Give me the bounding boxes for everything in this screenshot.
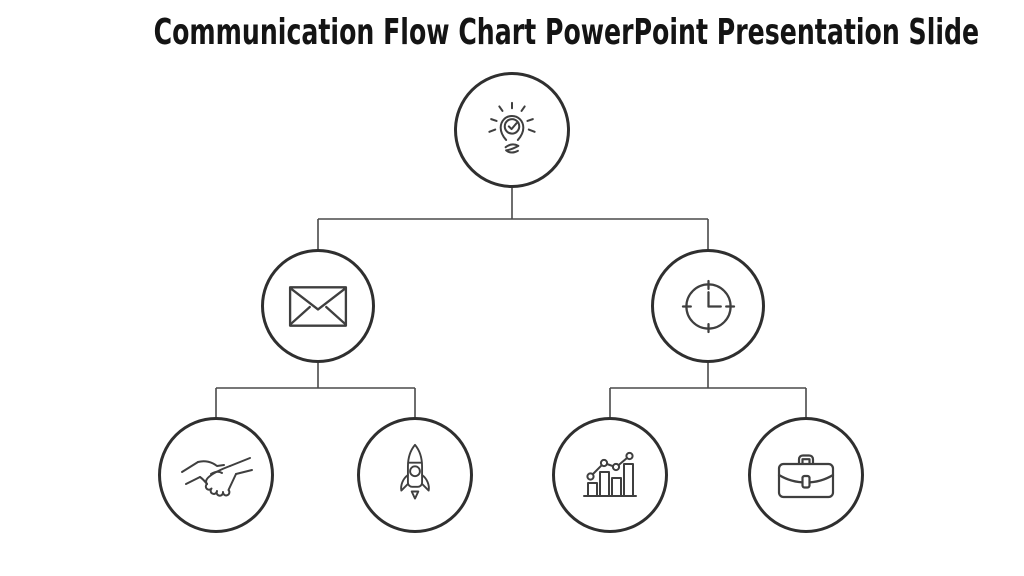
rocket-icon <box>395 442 435 508</box>
clock-icon <box>681 279 736 334</box>
lightbulb-checkmark-icon <box>483 96 541 164</box>
node-idea-lightbulb[interactable] <box>454 72 570 188</box>
handshake-icon <box>178 450 254 500</box>
node-business-briefcase[interactable] <box>748 417 864 533</box>
node-email-envelope[interactable] <box>261 249 375 363</box>
slide-title: Communication Flow Chart PowerPoint Pres… <box>153 12 980 53</box>
node-growth-bar-chart[interactable] <box>552 417 668 533</box>
node-launch-rocket[interactable] <box>357 417 473 533</box>
envelope-icon <box>287 284 349 329</box>
node-partnership-handshake[interactable] <box>158 417 274 533</box>
briefcase-icon <box>775 449 837 501</box>
bar-chart-trend-icon <box>581 450 639 500</box>
node-time-clock[interactable] <box>651 249 765 363</box>
